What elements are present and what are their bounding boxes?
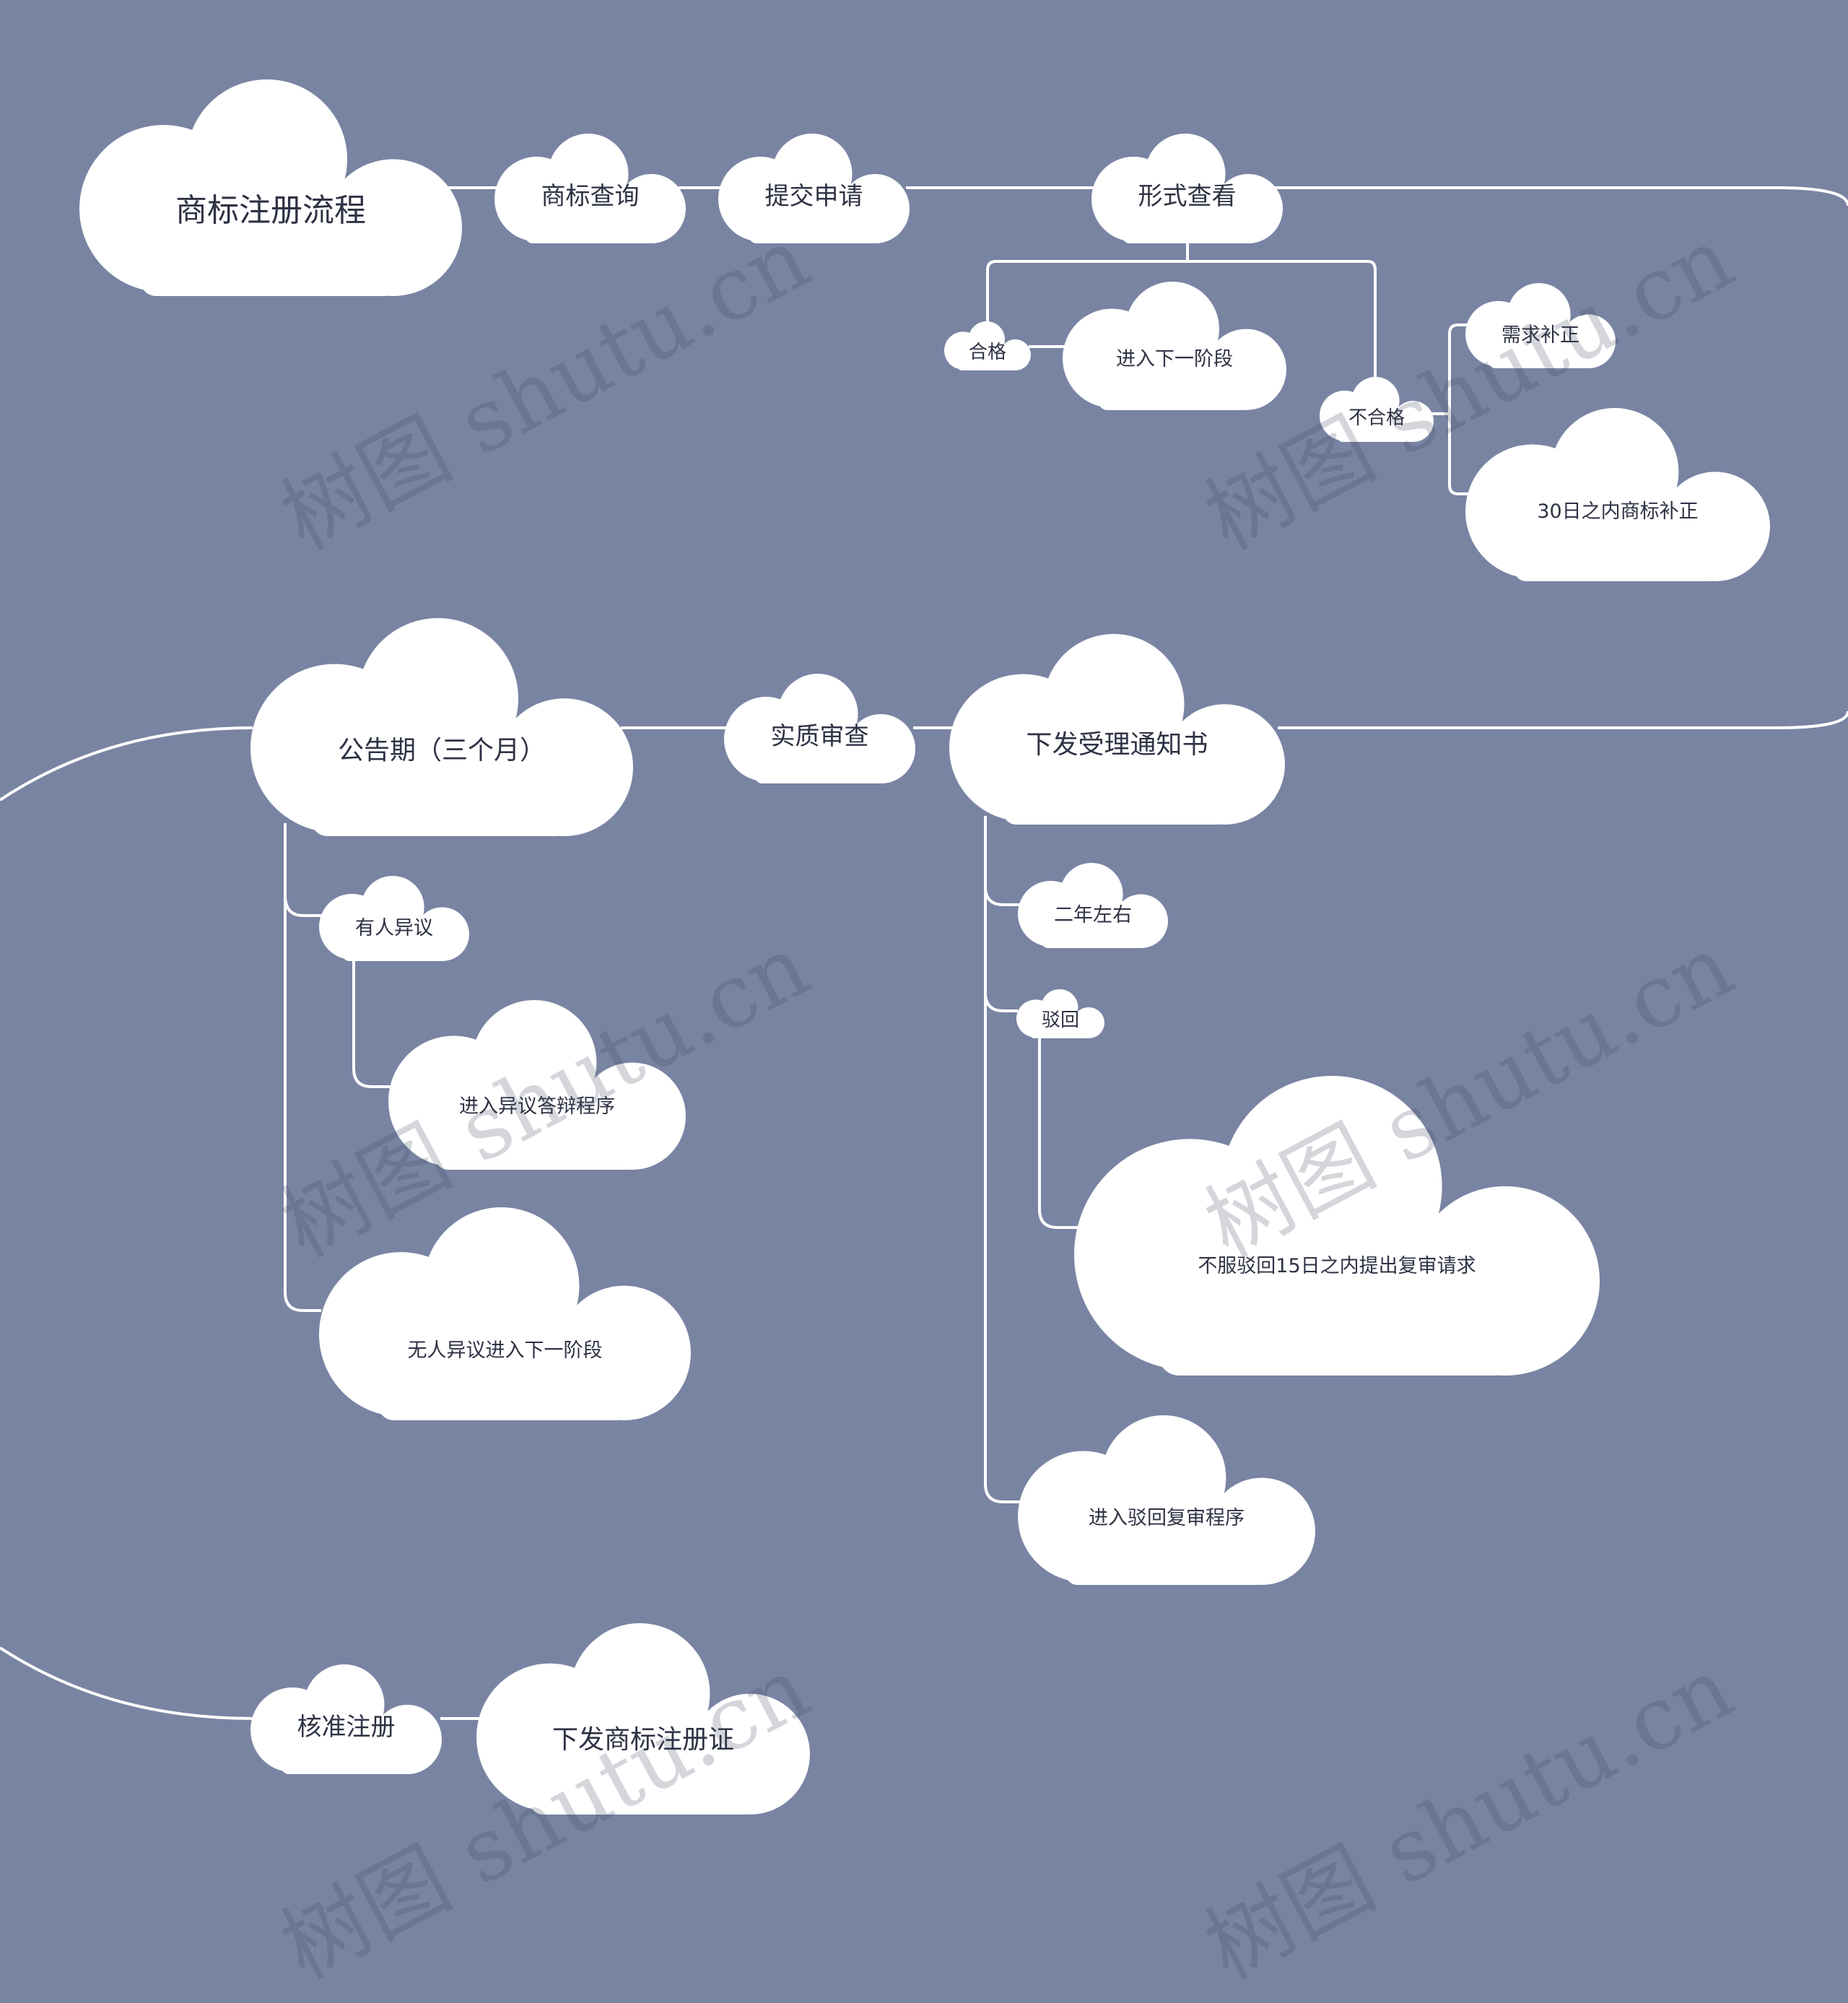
cloud-shape xyxy=(319,1207,691,1420)
node-root: 商标注册流程 xyxy=(79,79,462,296)
node-label: 进入驳回复审程序 xyxy=(1089,1507,1245,1530)
cloud-shape xyxy=(1074,1076,1600,1376)
cloud-shape xyxy=(1091,134,1283,243)
node-label: 商标注册流程 xyxy=(175,191,366,229)
connector-lines xyxy=(0,186,1848,1720)
node-label: 进入异议答辩程序 xyxy=(459,1095,615,1118)
node-review: 进入驳回复审程序 xyxy=(1018,1415,1315,1585)
node-label: 下发受理通知书 xyxy=(1026,729,1208,760)
cloud-shape xyxy=(319,876,469,961)
cloud-shape xyxy=(1465,283,1616,368)
node-label: 实质审查 xyxy=(770,721,869,751)
connector-rejected-appeal xyxy=(1038,1033,1079,1229)
node-label: 商标查询 xyxy=(541,181,640,211)
node-label: 不合格 xyxy=(1348,407,1405,429)
connector-notice-split xyxy=(984,816,1021,1503)
node-submit: 提交申请 xyxy=(718,134,910,243)
node-label: 需求补正 xyxy=(1502,323,1579,347)
node-rejected: 驳回 xyxy=(1016,989,1104,1038)
node-label: 合格 xyxy=(968,341,1006,363)
node-label: 30日之内商标补正 xyxy=(1537,500,1699,523)
mind-map: 商标注册流程 商标查询 提交申请 形式查看 合格 进入下一阶段 不合格 需求补正… xyxy=(0,79,1848,1999)
cloud-shape xyxy=(1465,408,1770,581)
cloud-shape xyxy=(724,674,915,783)
connector-formal-split xyxy=(986,242,1377,404)
node-label: 驳回 xyxy=(1041,1009,1079,1031)
cloud-shape xyxy=(79,79,462,296)
node-label: 形式查看 xyxy=(1138,181,1237,211)
cloud-shape xyxy=(944,321,1031,370)
node-label: 不服驳回15日之内提出复审请求 xyxy=(1198,1255,1476,1278)
connector-row1-to-row2 xyxy=(1270,186,1848,729)
cloud-shape xyxy=(476,1623,810,1815)
node-qualified: 合格 xyxy=(944,321,1031,370)
node-label: 公告期（三个月） xyxy=(337,735,546,765)
node-notice: 下发受理通知书 xyxy=(949,634,1285,825)
node-label: 核准注册 xyxy=(297,1712,396,1742)
node-unqualified: 不合格 xyxy=(1320,377,1434,442)
cloud-shape xyxy=(1320,377,1434,442)
connector-unqualified-split xyxy=(1429,323,1469,495)
cloud-shape xyxy=(718,134,910,243)
node-label: 有人异议 xyxy=(355,916,433,939)
cloud-shape xyxy=(494,134,686,243)
node-no-objection: 无人异议进入下一阶段 xyxy=(319,1207,691,1420)
connector-objection-defense xyxy=(352,960,393,1088)
node-label: 无人异议进入下一阶段 xyxy=(407,1339,603,1362)
node-two-years: 二年左右 xyxy=(1018,863,1168,948)
cloud-shape xyxy=(949,634,1285,825)
node-label: 下发商标注册证 xyxy=(552,1725,734,1755)
node-defense: 进入异议答辩程序 xyxy=(388,1000,686,1170)
cloud-shape xyxy=(1018,1415,1315,1585)
cloud-shape xyxy=(1063,282,1286,410)
connector-publication-split xyxy=(284,823,321,1312)
node-objection: 有人异议 xyxy=(319,876,469,961)
node-formal: 形式查看 xyxy=(1091,134,1283,243)
node-label: 提交申请 xyxy=(764,181,863,211)
connector-row2-to-row3 xyxy=(0,726,253,1720)
node-query: 商标查询 xyxy=(494,134,686,243)
cloud-shape xyxy=(250,618,633,836)
node-label: 进入下一阶段 xyxy=(1116,348,1233,371)
node-next-stage-1: 进入下一阶段 xyxy=(1063,282,1286,410)
cloud-shape xyxy=(250,1664,442,1774)
node-fix-30: 30日之内商标补正 xyxy=(1465,408,1770,581)
node-substantive: 实质审查 xyxy=(724,674,915,783)
node-label: 二年左右 xyxy=(1054,903,1132,926)
node-need-fix: 需求补正 xyxy=(1465,283,1616,368)
node-certificate: 下发商标注册证 xyxy=(476,1623,810,1815)
node-publication: 公告期（三个月） xyxy=(250,618,633,836)
cloud-shape xyxy=(388,1000,686,1170)
cloud-shape xyxy=(1018,863,1168,948)
cloud-shape xyxy=(1016,989,1104,1038)
node-appeal-15: 不服驳回15日之内提出复审请求 xyxy=(1074,1076,1600,1376)
node-approve: 核准注册 xyxy=(250,1664,442,1774)
